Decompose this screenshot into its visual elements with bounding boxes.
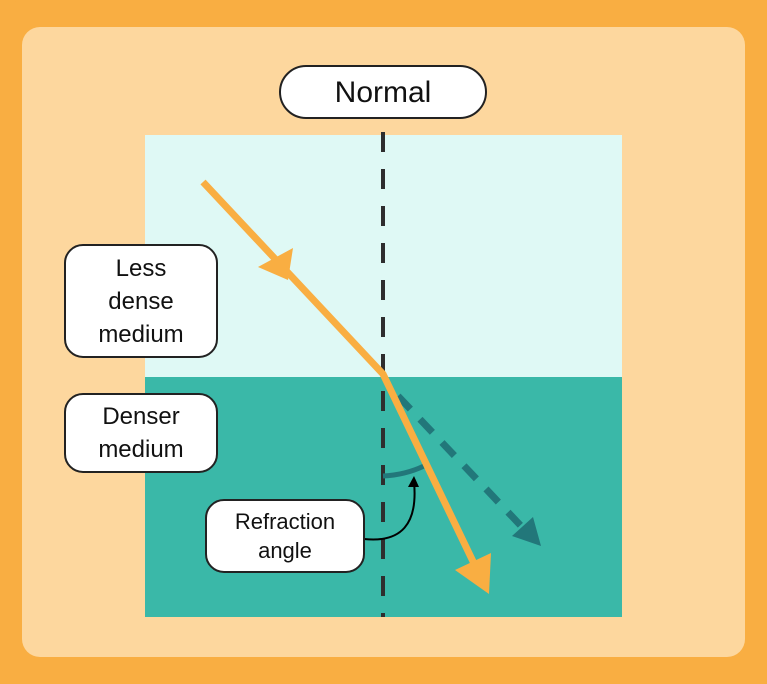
normal-label: Normal xyxy=(335,76,432,109)
refracted-arrowhead xyxy=(455,553,491,594)
refraction-angle-label-line: angle xyxy=(258,538,312,563)
refraction-angle-label-box xyxy=(205,499,365,573)
normal-label-box xyxy=(279,65,487,119)
less-dense-label-line: Less xyxy=(116,255,167,282)
refraction-angle-label-line: Refraction xyxy=(235,509,335,534)
denser-label-line: Denser xyxy=(102,403,179,430)
denser-label-box xyxy=(64,393,218,473)
less-dense-label-box xyxy=(64,244,218,358)
incident-arrowhead xyxy=(258,248,293,280)
pointer-arrowhead xyxy=(408,476,419,487)
pointer-arrow xyxy=(363,481,416,541)
refraction-angle-arc xyxy=(382,463,426,479)
light-ray xyxy=(200,179,484,578)
less-dense-label-line: dense xyxy=(108,288,173,315)
denser-label-line: medium xyxy=(98,436,183,463)
less-dense-label-line: medium xyxy=(98,321,183,348)
undeviated-ray-arrowhead xyxy=(512,517,541,546)
